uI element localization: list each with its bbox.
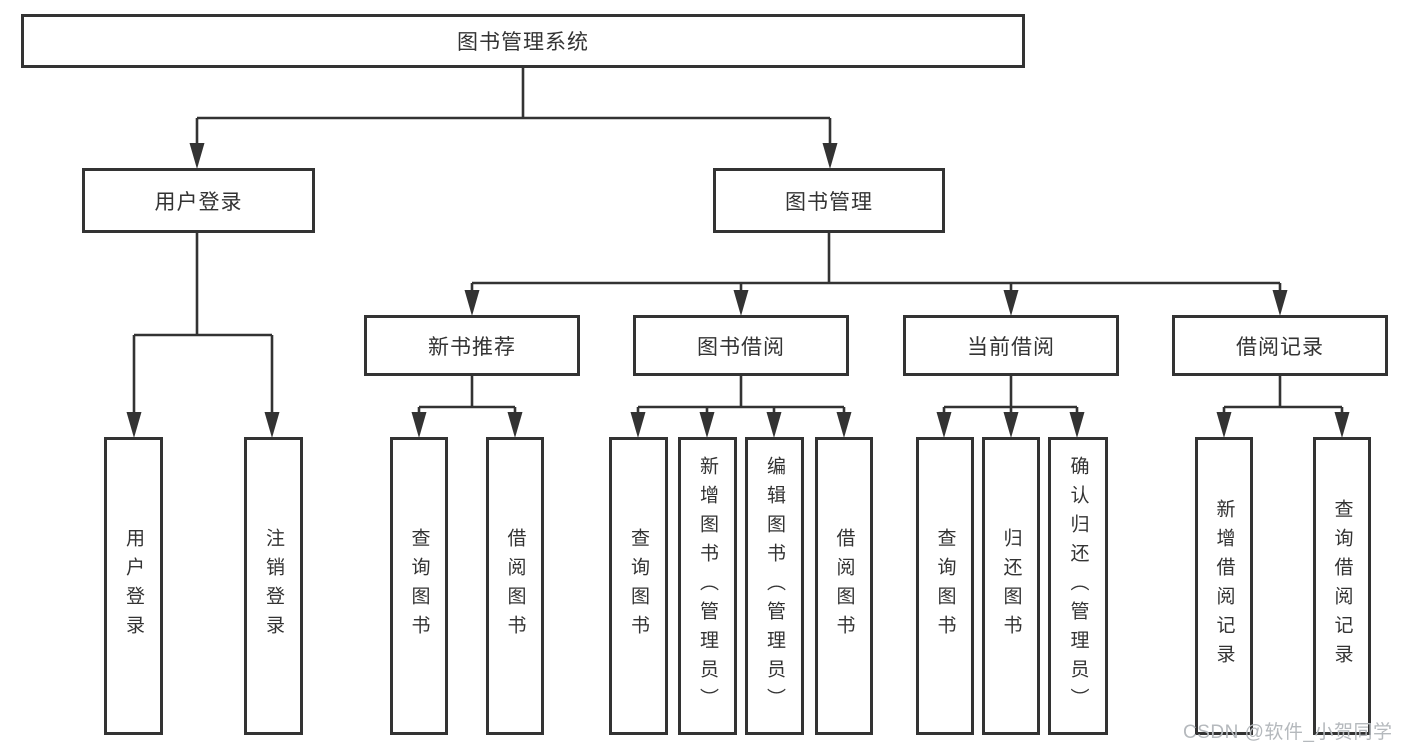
leaf-add-borrow-record: 新增借阅记录 <box>1195 437 1253 735</box>
leaf-confirm-return-admin: 确认归还（管理员） <box>1048 437 1108 735</box>
leaf-logout: 注销登录 <box>244 437 303 735</box>
arrowhead-icons <box>126 143 1350 438</box>
node-new-book-recommend: 新书推荐 <box>364 315 580 376</box>
leaf-query-book-1: 查询图书 <box>390 437 448 735</box>
leaf-user-login: 用户登录 <box>104 437 163 735</box>
leaf-edit-book-admin: 编辑图书（管理员） <box>745 437 804 735</box>
csdn-watermark: CSDN @软件_小贺同学 <box>1183 722 1393 743</box>
leaf-add-book-admin: 新增图书（管理员） <box>678 437 737 735</box>
leaf-borrow-book-1: 借阅图书 <box>486 437 544 735</box>
leaf-query-book-3: 查询图书 <box>916 437 974 735</box>
node-library-management-system: 图书管理系统 <box>21 14 1025 68</box>
leaf-query-book-2: 查询图书 <box>609 437 668 735</box>
node-user-login: 用户登录 <box>82 168 315 233</box>
node-book-management: 图书管理 <box>713 168 945 233</box>
node-current-borrowing: 当前借阅 <box>903 315 1119 376</box>
leaf-return-book: 归还图书 <box>982 437 1040 735</box>
node-borrowing-records: 借阅记录 <box>1172 315 1388 376</box>
node-book-borrowing: 图书借阅 <box>633 315 849 376</box>
leaf-query-borrow-record: 查询借阅记录 <box>1313 437 1371 735</box>
leaf-borrow-book-2: 借阅图书 <box>815 437 873 735</box>
